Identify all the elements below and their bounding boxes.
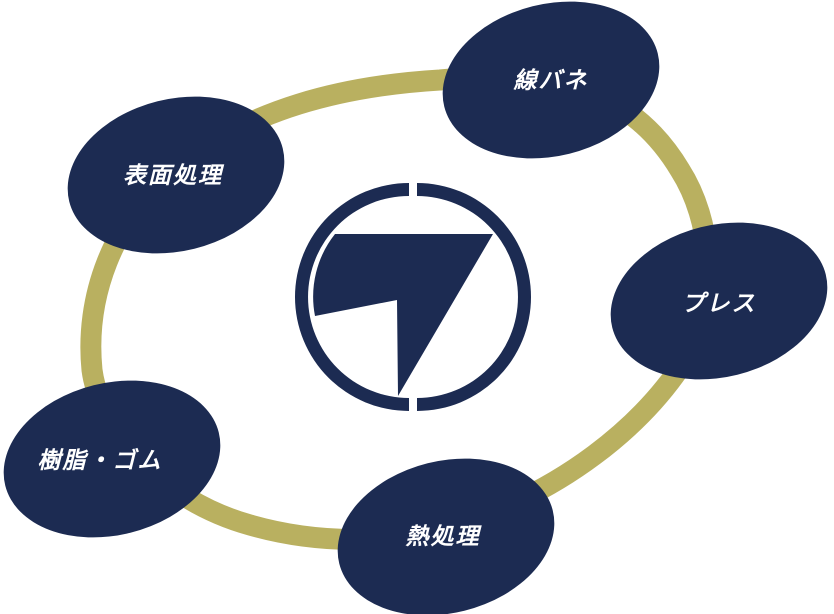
node-resin-rubber[interactable]: 樹脂・ゴム (10, 420, 190, 496)
ellipse-heat-treatment (337, 458, 555, 614)
ellipse-wire-spring (442, 1, 660, 159)
node-heat-treatment[interactable]: 熱処理 (358, 496, 528, 572)
node-press[interactable]: プレス (634, 263, 804, 339)
ellipse-surface-treatment (67, 96, 285, 254)
ellipse-resin-rubber (3, 380, 221, 538)
node-label: 表面処理 (123, 163, 223, 189)
node-wire-spring[interactable]: 線バネ (466, 40, 636, 116)
node-label: 樹脂・ゴム (37, 448, 163, 474)
node-label: プレス (681, 291, 757, 317)
node-surface-treatment[interactable]: 表面処理 (88, 135, 258, 211)
node-label: 熱処理 (405, 524, 481, 550)
node-label: 線バネ (513, 68, 589, 94)
ellipse-press (610, 222, 828, 380)
